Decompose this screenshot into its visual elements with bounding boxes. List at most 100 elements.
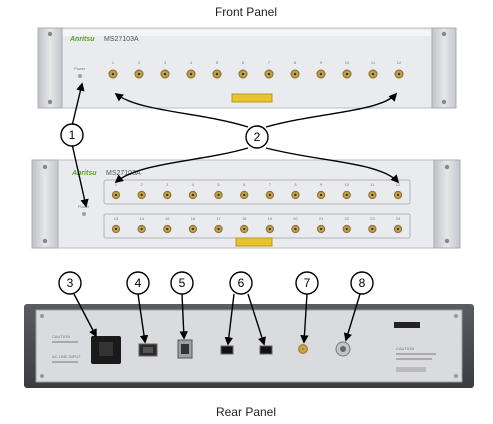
rf-port-center <box>396 193 400 197</box>
rf-port-center <box>293 72 297 76</box>
callout-leaders <box>71 82 400 346</box>
rack-screw <box>444 238 450 244</box>
port-number: 6 <box>243 182 246 187</box>
leader-2-top-left <box>114 92 249 128</box>
port-number: 9 <box>320 60 323 65</box>
rf-port-center <box>294 227 297 231</box>
port-number: 15 <box>165 216 170 221</box>
leader-8 <box>343 293 361 342</box>
callout-circle-3 <box>58 271 82 295</box>
rack-ear-left <box>31 159 59 249</box>
port-number: 9 <box>320 182 323 187</box>
rf-port-center <box>345 72 349 76</box>
ethernet-jack <box>143 347 153 353</box>
port-number: 3 <box>166 182 169 187</box>
rf-port-center <box>396 227 400 231</box>
brand-logo: Anritsu <box>69 36 95 43</box>
model-label: MS27103A <box>106 170 141 177</box>
rear-panel: CAUTION AC LINE INPUT CAUTION <box>24 304 474 388</box>
rear-screw <box>40 314 44 318</box>
rf-port-center <box>319 72 323 76</box>
warning-label <box>231 93 273 103</box>
label-line <box>52 361 78 363</box>
rf-port-center <box>191 193 195 197</box>
ref-connector <box>298 344 308 354</box>
port-row-frame <box>103 179 411 205</box>
rf-port-center <box>294 193 297 197</box>
leader-2-mid-right <box>265 147 400 184</box>
port-number: 22 <box>345 216 350 221</box>
power-label: Power <box>78 204 90 209</box>
callout-number: 2 <box>254 130 261 144</box>
usb-a-port <box>220 345 234 355</box>
port-number: 8 <box>294 182 297 187</box>
rack-ear-left <box>37 27 63 109</box>
callout-number: 3 <box>67 276 74 290</box>
port-number: 12 <box>396 182 401 187</box>
leader-2-mid-left <box>114 147 249 184</box>
leader-1-mid <box>71 143 89 208</box>
caution-label: CAUTION <box>52 334 70 339</box>
rack-screw <box>47 99 53 105</box>
port-number: 14 <box>139 216 144 221</box>
rf-port-center <box>163 72 167 76</box>
rack-screw <box>42 164 48 170</box>
callout-circle-5 <box>170 271 194 295</box>
callout-markers: 1 2 3 4 5 6 7 8 <box>58 123 374 295</box>
rack-ear-right <box>431 27 457 109</box>
rear-caution-label: CAUTION <box>396 346 414 351</box>
rf-port-center <box>217 193 220 197</box>
port-number: 24 <box>396 216 401 221</box>
port-number: 10 <box>345 182 350 187</box>
warning-tag <box>394 322 420 328</box>
usb-port-socket <box>181 344 189 354</box>
rf-port-center <box>268 193 272 197</box>
rf-port-center <box>241 72 245 76</box>
leader-2-top-right <box>265 92 398 128</box>
port-number: 10 <box>345 60 350 65</box>
port-number: 3 <box>164 60 167 65</box>
port-number: 11 <box>371 60 376 65</box>
rf-port-center <box>166 193 169 197</box>
ac-inlet-socket <box>99 342 113 356</box>
port-number: 13 <box>114 216 119 221</box>
leader-5 <box>179 293 188 340</box>
rf-port-center <box>140 227 143 231</box>
rf-port-center <box>111 72 115 76</box>
rf-port-center <box>397 72 401 76</box>
rack-screw <box>441 99 447 105</box>
callout-number: 7 <box>304 276 311 290</box>
leader-4 <box>137 293 149 344</box>
callout-number: 4 <box>135 276 142 290</box>
label-line <box>396 353 436 355</box>
rack-ear-right <box>433 159 461 249</box>
callout-number: 5 <box>179 276 186 290</box>
rack-screw <box>42 238 48 244</box>
rf-port-center <box>345 227 348 231</box>
rear-screw <box>40 374 44 378</box>
rf-port-center <box>268 227 272 231</box>
callout-circle-8 <box>350 271 374 295</box>
callout-circle-4 <box>126 271 150 295</box>
port-number: 11 <box>370 182 375 187</box>
port-number: 16 <box>191 216 196 221</box>
port-number: 2 <box>141 182 144 187</box>
rf-port-center <box>319 227 323 231</box>
rf-port-center <box>371 72 375 76</box>
callout-circle-2 <box>245 125 269 149</box>
port-number: 18 <box>242 216 247 221</box>
rf-port-center <box>371 193 374 197</box>
rear-screw <box>454 314 458 318</box>
rf-port-center <box>191 227 195 231</box>
port-number: 1 <box>112 60 115 65</box>
front-panel-caption: Front Panel <box>215 5 277 19</box>
rack-screw <box>444 164 450 170</box>
rf-port-center <box>166 227 169 231</box>
port-number: 2 <box>138 60 141 65</box>
model-label: MS27103A <box>104 36 139 43</box>
port-number: 1 <box>115 182 118 187</box>
usb-a-port <box>259 345 273 355</box>
